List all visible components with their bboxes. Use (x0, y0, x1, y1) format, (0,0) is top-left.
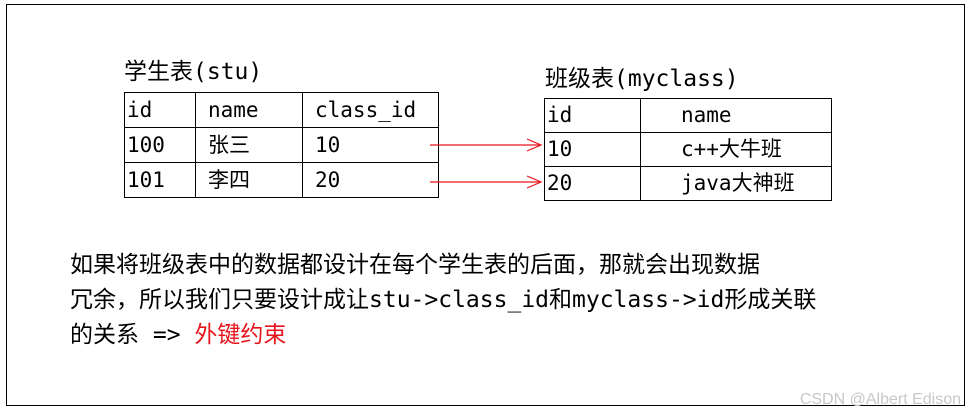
diagram-frame (6, 4, 965, 406)
explanation-text: 如果将班级表中的数据都设计在每个学生表的后面，那就会出现数据 冗余，所以我们只要… (70, 248, 930, 353)
stu-cell: 101 (124, 162, 196, 198)
foreign-key-constraint-label: 外键约束 (194, 322, 287, 348)
stu-cell: 20 (302, 162, 439, 198)
myclass-header-cell: name (640, 98, 832, 133)
stu-cell: 李四 (195, 162, 303, 198)
myclass-table-row: 20 java大神班 (544, 166, 832, 201)
myclass-cell: 10 (544, 132, 641, 167)
myclass-cell: java大神班 (640, 166, 832, 201)
link-arrow-10 (430, 138, 543, 152)
myclass-cell: 20 (544, 166, 641, 201)
stu-table-row: 101 李四 20 (124, 162, 439, 198)
stu-cell: 10 (302, 127, 439, 163)
stu-header-cell: id (124, 92, 196, 128)
stu-table-title: 学生表(stu) (124, 59, 263, 85)
myclass-header-row: id name (544, 98, 832, 133)
myclass-table-row: 10 c++大牛班 (544, 132, 832, 167)
explanation-line-2: 冗余，所以我们只要设计成让stu->class_id和myclass->id形成… (70, 287, 817, 313)
stu-cell: 张三 (195, 127, 303, 163)
explanation-line-1: 如果将班级表中的数据都设计在每个学生表的后面，那就会出现数据 (70, 252, 760, 278)
stu-table-row: 100 张三 10 (124, 127, 439, 163)
csdn-watermark: CSDN @Albert Edison (799, 391, 961, 408)
myclass-table-title: 班级表(myclass) (545, 66, 739, 92)
explanation-line-3: 的关系 => 外键约束 (70, 318, 930, 353)
link-arrow-20 (430, 175, 543, 189)
explanation-line-3-prefix: 的关系 => (70, 322, 181, 348)
stu-table: id name class_id 100 张三 10 101 李四 20 (124, 92, 439, 198)
stu-cell: 100 (124, 127, 196, 163)
myclass-table: id name 10 c++大牛班 20 java大神班 (544, 98, 832, 201)
myclass-header-cell: id (544, 98, 641, 133)
stu-header-cell: class_id (302, 92, 439, 128)
